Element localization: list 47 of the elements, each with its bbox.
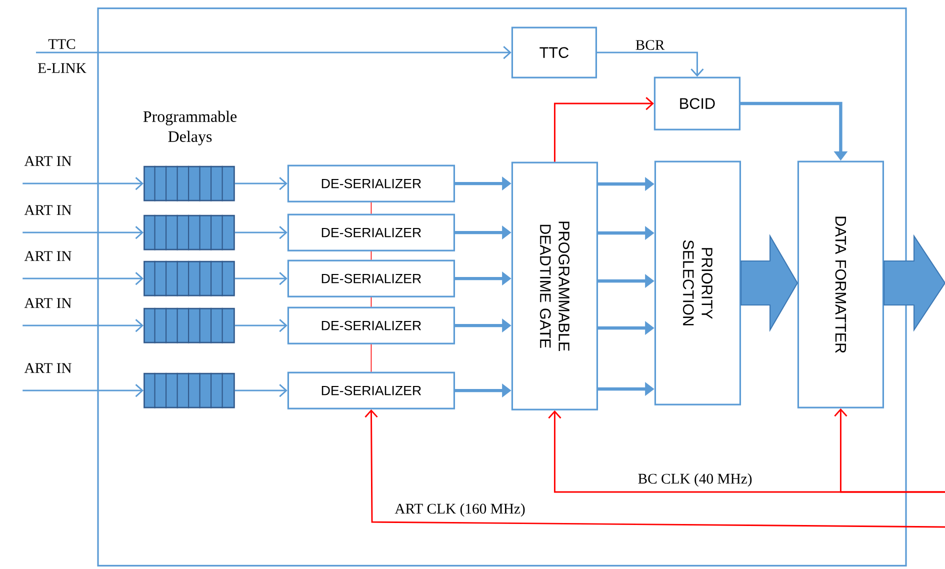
connector-line bbox=[370, 202, 372, 214]
arrow bbox=[834, 408, 945, 493]
edge-label: BC CLK (40 MHz) bbox=[638, 473, 752, 487]
register-block bbox=[144, 260, 235, 296]
deserializer-box: DE-SERIALIZER bbox=[287, 306, 455, 344]
connector-line bbox=[370, 344, 372, 372]
block-arrow bbox=[740, 234, 798, 332]
arrow bbox=[22, 272, 144, 286]
bcid-box: BCID bbox=[654, 76, 740, 130]
connector-line bbox=[370, 250, 372, 260]
connector-line bbox=[370, 296, 372, 308]
input-label: ART IN bbox=[24, 298, 72, 308]
deserializer-box: DE-SERIALIZER bbox=[287, 214, 455, 252]
arrow bbox=[234, 384, 288, 398]
input-label: ART IN bbox=[24, 363, 72, 373]
frame-box bbox=[97, 8, 907, 566]
arrow bbox=[36, 46, 512, 60]
arrow bbox=[234, 272, 288, 286]
ttc-box: TTC bbox=[511, 26, 597, 78]
block-arrow bbox=[883, 234, 945, 332]
deadtime-gate-box: PROGRAMMABLE DEADTIME GATE bbox=[511, 162, 598, 410]
input-label: TTC E-LINK bbox=[38, 39, 86, 73]
input-label: ART IN bbox=[24, 251, 72, 261]
formatter-box: DATA FORMATTER bbox=[797, 160, 884, 408]
input-label: ART IN bbox=[24, 156, 72, 166]
register-block bbox=[144, 372, 235, 408]
arrow bbox=[234, 319, 288, 332]
arrow bbox=[22, 226, 144, 240]
deserializer-box: DE-SERIALIZER bbox=[287, 164, 455, 202]
register-block bbox=[144, 214, 235, 250]
arrow bbox=[597, 52, 704, 77]
arrow bbox=[22, 384, 144, 398]
arrow bbox=[234, 226, 288, 240]
arrow bbox=[364, 409, 945, 528]
arrow bbox=[234, 177, 288, 190]
arrow bbox=[22, 177, 144, 190]
arrow bbox=[554, 97, 654, 162]
section-label: Programmable Delays bbox=[143, 110, 237, 146]
deserializer-box: DE-SERIALIZER bbox=[287, 372, 455, 410]
edge-label: BCR bbox=[636, 40, 665, 50]
edge-label: ART CLK (160 MHz) bbox=[394, 503, 525, 517]
deserializer-box: DE-SERIALIZER bbox=[287, 260, 455, 298]
priority-box: PRIORITY SELECTION bbox=[654, 160, 741, 406]
register-block bbox=[144, 308, 235, 344]
register-block bbox=[144, 166, 235, 202]
input-label: ART IN bbox=[24, 205, 72, 215]
arrow bbox=[22, 319, 144, 332]
